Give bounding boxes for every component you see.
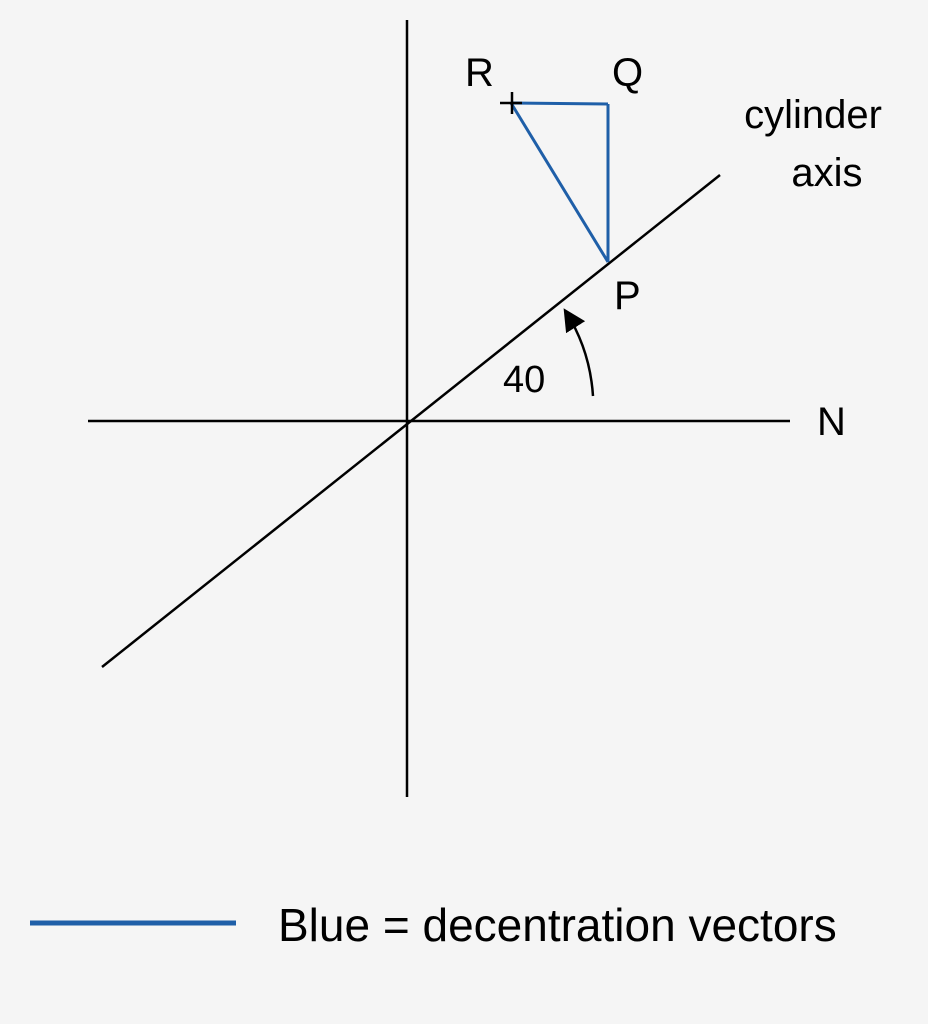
vector-p-to-r — [509, 102, 610, 263]
cylinder-axis-label-line1: cylinder — [744, 93, 882, 137]
cylinder-axis-line — [101, 174, 721, 668]
point-p-label: P — [614, 274, 641, 318]
vector-r-to-q — [510, 101, 609, 106]
cylinder-axis-label-line2: axis — [791, 151, 862, 195]
angle-arc-arrow — [563, 308, 595, 397]
legend-text: Blue = decentration vectors — [278, 899, 837, 951]
north-label: N — [817, 400, 846, 444]
point-r-label: R — [465, 51, 494, 95]
angle-value-label: 40 — [503, 359, 545, 401]
point-q-label: Q — [612, 51, 643, 95]
